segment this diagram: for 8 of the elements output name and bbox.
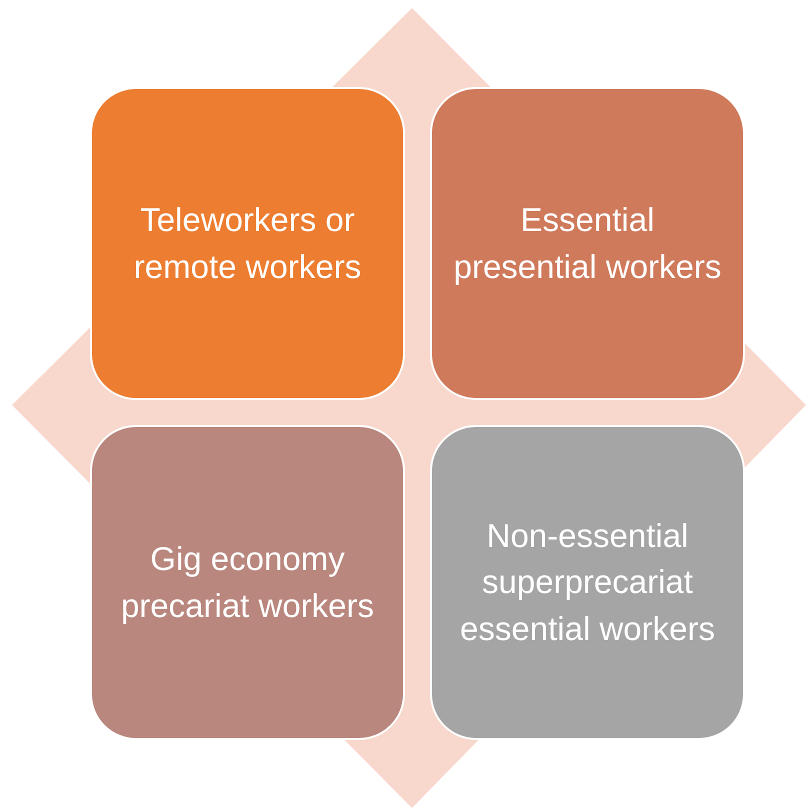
box-label: Non-essential superprecariat essential workers [459,516,716,649]
quadrant-box [430,425,745,740]
box-label: Teleworkers or remote workers [132,200,362,286]
quadrant-box [430,87,745,400]
box-label: Gig economy precariat workers [120,539,376,626]
quadrant-box [90,425,405,740]
quadrant-box [90,87,405,400]
box-label: Essential presential workers [452,200,722,287]
